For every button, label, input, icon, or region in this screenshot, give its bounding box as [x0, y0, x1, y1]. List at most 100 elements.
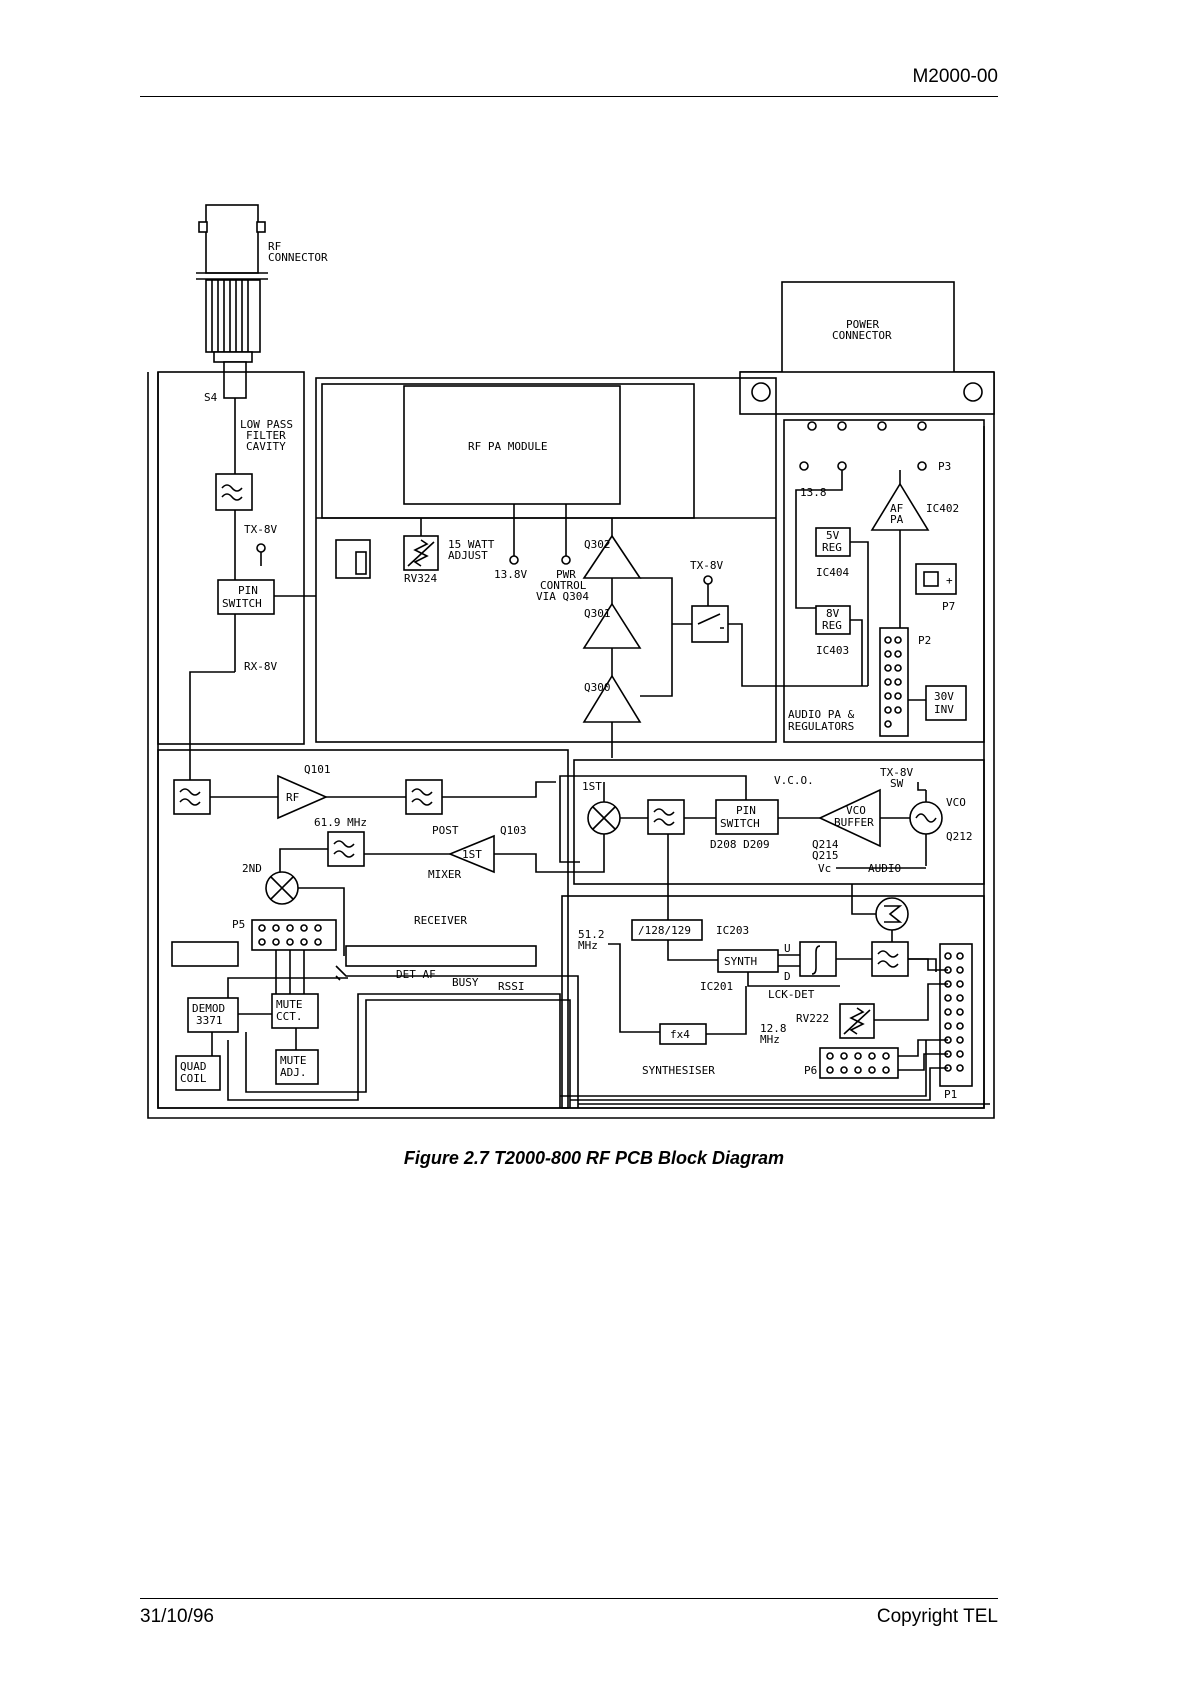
- rv222-label: RV222: [796, 1012, 829, 1025]
- mute-adj-label-2: ADJ.: [280, 1066, 307, 1079]
- rssi-label: RSSI: [498, 980, 525, 993]
- header-rule: [140, 96, 998, 97]
- reg5-label-1: 5V: [826, 529, 840, 542]
- mhz-51-label-1: 51.2: [578, 928, 605, 941]
- reg5-label-2: REG: [822, 541, 842, 554]
- synthesiser-label: SYNTHESISER: [642, 1064, 715, 1077]
- audio-pa-label-1: AUDIO PA &: [788, 708, 855, 721]
- tx8v-pin-a: [256, 543, 266, 553]
- quad-label-2: COIL: [180, 1072, 207, 1085]
- divider-label: /128/129: [638, 924, 691, 937]
- lpf-label-1: LOW PASS: [240, 418, 293, 431]
- audio-pa-area: [783, 419, 985, 743]
- vco-pin-label-2: SWITCH: [720, 817, 760, 830]
- demod-3371: [187, 997, 239, 1033]
- ic403-label: IC403: [816, 644, 849, 657]
- v13-8-label-b: 13.8: [800, 486, 827, 499]
- v13-8-label-a: 13.8V: [494, 568, 527, 581]
- p7-label: P7: [942, 600, 955, 613]
- footer-date: 31/10/96: [140, 1606, 214, 1627]
- rf-pa-module: [403, 385, 621, 505]
- vco-pin-label-1: PIN: [736, 804, 756, 817]
- reg-5v: [815, 527, 851, 557]
- vco-label: VCO: [946, 796, 966, 809]
- watt-adjust-label-2: ADJUST: [448, 549, 488, 562]
- reg8-label-2: REG: [822, 619, 842, 632]
- first-amp-label: 1ST: [462, 848, 482, 861]
- af-pa-label-1: AF: [890, 502, 903, 515]
- af-pa-label-2: PA: [890, 513, 904, 526]
- q212-label: Q212: [946, 830, 973, 843]
- p6-label: P6: [804, 1064, 817, 1077]
- q301-label: Q301: [584, 607, 611, 620]
- p2-connector: [879, 627, 909, 737]
- divider-128-129: [631, 919, 703, 941]
- inv-label-2: INV: [934, 703, 954, 716]
- q103-label: Q103: [500, 824, 527, 837]
- synth-label: SYNTH: [724, 955, 757, 968]
- pwr-control-label-1: PWR: [556, 568, 576, 581]
- ic402-label: IC402: [926, 502, 959, 515]
- inv-30v: [925, 685, 967, 721]
- mute-adj-label-1: MUTE: [280, 1054, 307, 1067]
- vco-area: [573, 759, 985, 885]
- s4-label: S4: [204, 391, 218, 404]
- q101-label: Q101: [304, 763, 331, 776]
- power-connector-label-1: POWER: [846, 318, 879, 331]
- rx-bandpass-filter: [405, 779, 443, 815]
- pwr-control-label-3: VIA Q304: [536, 590, 589, 603]
- tx8v-pin-b: [703, 575, 713, 585]
- tx8v-sw-label-1: TX-8V: [880, 766, 913, 779]
- q300-label: Q300: [584, 681, 611, 694]
- footer-rule: [140, 1598, 998, 1599]
- second-mixer-label: 2ND: [242, 862, 262, 875]
- power-connector-label-2: CONNECTOR: [832, 329, 892, 342]
- p1-connector: [939, 943, 973, 1087]
- mute-cct-label-1: MUTE: [276, 998, 303, 1011]
- v13-8-pin: [509, 555, 519, 565]
- vco-title-label: V.C.O.: [774, 774, 814, 787]
- rf-connector-label-1: RF: [268, 240, 281, 253]
- q214-label: Q214: [812, 838, 839, 851]
- mute-cct: [271, 993, 319, 1029]
- lpf-filter: [215, 473, 253, 511]
- reg8-label-1: 8V: [826, 607, 840, 620]
- mute-adj: [275, 1049, 319, 1085]
- q215-label: Q215: [812, 849, 839, 862]
- lpf-filter-icon: [221, 484, 243, 501]
- rf-connector-label-2: CONNECTOR: [268, 251, 328, 264]
- p5-connector: [251, 919, 337, 951]
- pin-switch-rx: [217, 579, 275, 615]
- figure-caption: Figure 2.7 T2000-800 RF PCB Block Diagra…: [403, 1148, 785, 1168]
- mhz-51-label-2: MHz: [578, 939, 598, 952]
- mhz-12-label-1: 12.8: [760, 1022, 787, 1035]
- document-id: M2000-00: [912, 66, 998, 87]
- pin-switch-label-2: SWITCH: [222, 597, 262, 610]
- d208-label: D208 D209: [710, 838, 770, 851]
- demod-label-1: DEMOD: [192, 1002, 225, 1015]
- vco-filter: [647, 799, 685, 835]
- lpf-cavity-enclosure: [157, 371, 305, 745]
- vco-buf-label-2: BUFFER: [834, 816, 874, 829]
- post-label-2: MIXER: [428, 868, 461, 881]
- vco-pin-switch: [715, 799, 779, 835]
- d-label: D: [784, 970, 791, 983]
- pin-switch-label-1: PIN: [238, 584, 258, 597]
- post-label-1: POST: [432, 824, 459, 837]
- lpf-label-3: CAVITY: [246, 440, 286, 453]
- audio-pa-label-2: REGULATORS: [788, 720, 854, 733]
- p3-label: P3: [938, 460, 951, 473]
- pwr-control-label-2: CONTROL: [540, 579, 587, 592]
- watt-adjust-label-1: 15 WATT: [448, 538, 495, 551]
- lck-det-label: LCK-DET: [768, 988, 815, 1001]
- tx8v-sw-label-2: SW: [890, 777, 904, 790]
- quad-label-1: QUAD: [180, 1060, 207, 1073]
- p7-plus: +: [946, 574, 953, 587]
- receiver-blank-block: [171, 941, 239, 967]
- receiver-label: RECEIVER: [414, 914, 467, 927]
- receiver-cable-slot: [345, 945, 537, 967]
- ic203-label: IC203: [716, 924, 749, 937]
- q302-label: Q302: [584, 538, 611, 551]
- pa-tx-switch: [691, 605, 729, 643]
